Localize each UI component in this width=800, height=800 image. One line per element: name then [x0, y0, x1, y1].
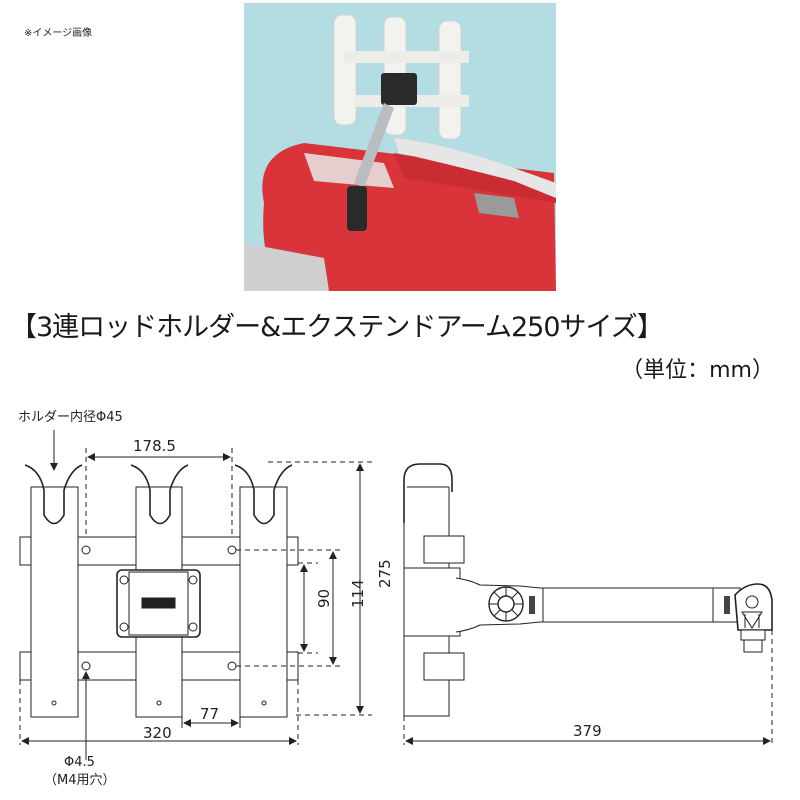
dim-90: 90 — [315, 589, 333, 608]
holder-diameter-label: ホルダー内径Φ45 — [18, 409, 123, 425]
side-view — [403, 463, 773, 717]
unit-label: （単位：mm） — [621, 358, 774, 383]
hole-size-label: Φ4.5 — [64, 755, 95, 770]
product-title: 【3連ロッドホルダー&エクステンドアーム250サイズ】 — [10, 312, 664, 343]
dimension-drawing: ホルダー内径Φ45 178.5 90 114 275 77 320 Φ4.5 （… — [18, 409, 773, 788]
product-photo — [244, 3, 556, 291]
image-note: ※イメージ画像 — [24, 28, 93, 39]
dim-275: 275 — [376, 559, 394, 588]
rod-holder-photo-illustration — [244, 3, 556, 291]
dim-77: 77 — [200, 705, 219, 723]
dim-320: 320 — [143, 724, 172, 742]
dim-holder-pitch: 178.5 — [133, 437, 176, 455]
dim-379: 379 — [573, 722, 602, 740]
hole-thread-label: （M4用穴） — [44, 773, 116, 788]
dim-114: 114 — [349, 579, 367, 608]
front-view — [19, 464, 299, 718]
